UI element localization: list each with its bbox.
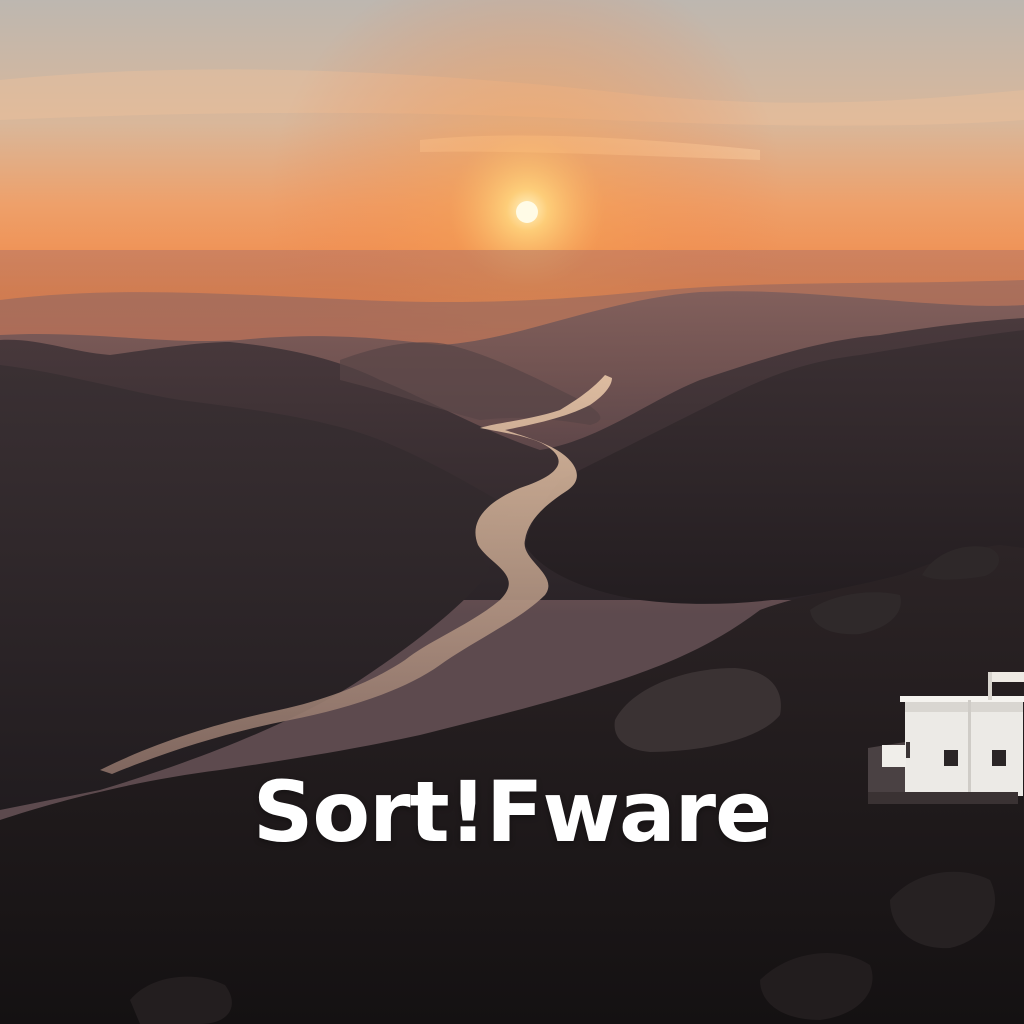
sun (516, 201, 538, 223)
foreground-rock (130, 976, 232, 1024)
right-mountain (525, 330, 1024, 604)
foreground-rock (810, 592, 901, 635)
foreground-rock (760, 953, 873, 1020)
foreground-rock (922, 546, 1000, 580)
rooftop-hut (868, 672, 1024, 804)
overlay-title: Sort!Fware (252, 763, 772, 861)
foreground-ridge (0, 545, 1024, 1024)
center-hill (340, 342, 601, 425)
foreground-rock (890, 871, 996, 949)
foreground-rock (614, 668, 781, 752)
river (100, 375, 612, 774)
left-mountain (0, 365, 515, 810)
